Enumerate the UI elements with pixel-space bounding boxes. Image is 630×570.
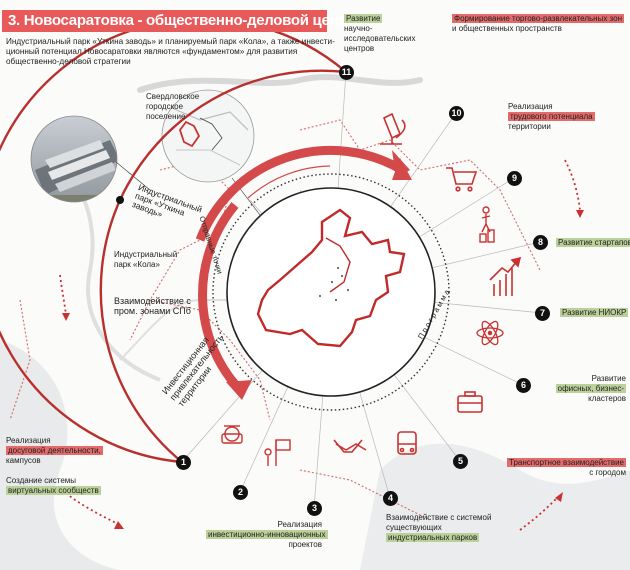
milestone-4-label: Взаимодействие с системой существующих и… <box>386 513 492 542</box>
milestone-4-number: 4 <box>383 491 398 506</box>
shopping-cart-icon <box>446 167 478 192</box>
milestone-3-label: Реализация инвестиционно-инновационных п… <box>206 520 328 549</box>
atom-icon <box>476 320 504 346</box>
park-kola-label: Индустриальный парк «Кола» <box>114 250 178 269</box>
program-arrow-ring <box>195 145 412 400</box>
vr-headset-icon <box>221 425 243 444</box>
flag-presentation-icon <box>264 439 291 466</box>
sverdlovsk-label: Свердловское городское поселение <box>146 92 200 121</box>
milestone-11-number: 11 <box>339 65 354 80</box>
milestone-7-label: Развитие НИОКР <box>560 308 629 317</box>
milestone-5-number: 5 <box>453 454 468 469</box>
handshake-icon <box>333 439 367 453</box>
milestone-2-number: 2 <box>233 485 248 500</box>
milestone-8-number: 8 <box>533 235 548 250</box>
milestone-9-label: Реализация трудового потенциала территор… <box>508 102 595 131</box>
milestone-9-number: 9 <box>507 171 522 186</box>
career-ladder-icon <box>479 206 495 243</box>
milestone-1-number: 1 <box>176 455 191 470</box>
milestone-7-number: 7 <box>535 306 550 321</box>
milestone-3-number: 3 <box>307 501 322 516</box>
milestone-10-label: Формирование торгово-развлекательных зон… <box>452 14 624 33</box>
interaction-spb-label: Взаимодействие с пром. зонами СПб <box>114 296 191 316</box>
milestone-10-number: 10 <box>449 106 464 121</box>
milestone-1-label: Реализация досуговой деятельности, кампу… <box>6 436 103 465</box>
milestone-5-label: Транспортное взаимодействие с городом <box>507 458 626 477</box>
intro-text: Индустриальный парк «Уткина заводь» и пл… <box>6 37 335 66</box>
microscope-icon <box>380 112 406 145</box>
milestone-6-number: 6 <box>516 378 531 393</box>
bus-icon <box>397 431 417 455</box>
orbit-nodes <box>116 196 124 204</box>
briefcase-icon <box>457 391 483 413</box>
growth-chart-icon <box>489 256 522 296</box>
industrial-aerial-photo <box>31 116 117 202</box>
novosaratovka-territory-outline <box>256 208 406 348</box>
dotted-ring <box>212 173 450 411</box>
territory-points <box>319 267 349 301</box>
milestone-8-label: Развитие стартапов <box>556 238 630 248</box>
milestone-11-label: Развитие научно-исследовательских центро… <box>344 14 416 53</box>
milestone-6-label: Развитие офисных, бизнес- кластеров <box>555 374 626 403</box>
location-map-circle <box>161 89 261 216</box>
page-title: 3. Новосаратовка - общественно-деловой ц… <box>2 10 354 32</box>
milestone-2-label: Создание системы виртуальных сообществ <box>6 476 101 495</box>
